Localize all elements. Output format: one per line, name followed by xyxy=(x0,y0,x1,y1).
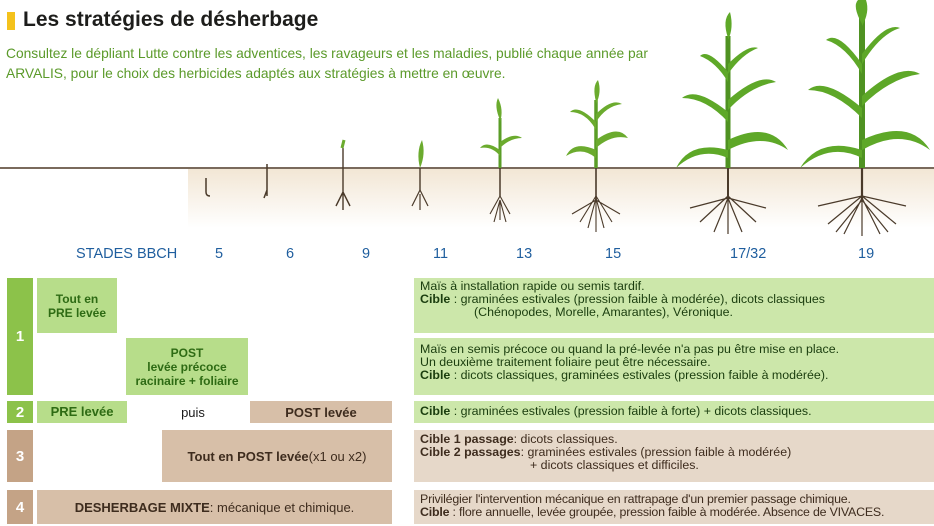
stade-value: 13 xyxy=(516,246,533,262)
intro-paragraph: Consultez le dépliant Lutte contre les a… xyxy=(6,46,648,81)
title-accent-bar xyxy=(7,12,15,30)
stades-label: STADES BBCH xyxy=(76,246,178,262)
strategy-3-description: Cible 1 passage: dicots classiques. Cibl… xyxy=(414,430,934,482)
desc-key: Cible 1 passage xyxy=(420,432,514,446)
desc-key: Cible xyxy=(420,505,450,519)
label-bold: Tout en POST levée xyxy=(187,448,309,464)
strategy-2-description: Cible : graminées estivales (pression fa… xyxy=(414,401,934,423)
strategy-pre-label: PRE levée xyxy=(37,401,127,423)
stade-value: 9 xyxy=(362,246,371,262)
desc-text: : graminées estivales (pression faible à… xyxy=(520,445,792,459)
strategy-mixte-label: DESHERBAGE MIXTE : mécanique et chimique… xyxy=(37,490,392,524)
plant-stage-15 xyxy=(566,80,628,232)
desc-text: : graminées estivales (pression faible à… xyxy=(450,292,825,306)
plant-stage-11 xyxy=(411,140,429,210)
plant-stage-17-32 xyxy=(676,12,788,234)
desc-line: Maïs en semis précoce ou quand la pré-le… xyxy=(420,342,840,356)
desc-line: Cible : dicots classiques, graminées est… xyxy=(420,369,934,382)
strategy-1b-description: Maïs en semis précoce ou quand la pré-le… xyxy=(414,338,934,395)
stade-value: 17/32 xyxy=(730,246,767,262)
strategy-number-1: 1 xyxy=(7,278,33,395)
strategy-puis-label: puis xyxy=(181,404,205,420)
stade-value: 5 xyxy=(215,246,224,262)
label-rest: : mécanique et chimique. xyxy=(209,499,355,515)
desc-line: Cible 2 passages: graminées estivales (p… xyxy=(420,446,934,459)
label-rest: (x1 ou x2) xyxy=(308,448,367,464)
desc-line: Cible : graminées estivales (pression fa… xyxy=(420,293,934,306)
label-bold: DESHERBAGE MIXTE xyxy=(74,499,210,515)
desc-line: Un deuxième traitement foliaire peut êtr… xyxy=(420,355,711,369)
plant-stage-6 xyxy=(263,164,268,199)
strategy-number-2: 2 xyxy=(7,401,33,423)
stade-value: 11 xyxy=(433,246,449,262)
desc-line: + dicots classiques et difficiles. xyxy=(530,458,699,472)
desc-line: Cible 1 passage: dicots classiques. xyxy=(420,433,934,446)
desc-line: Cible : flore annuelle, levée groupée, p… xyxy=(420,506,934,519)
plant-stage-19 xyxy=(800,0,930,236)
desc-key: Cible xyxy=(420,404,451,418)
maize-growth-illustration xyxy=(0,0,934,236)
stade-value: 6 xyxy=(286,246,295,262)
desc-key: Cible xyxy=(420,368,451,382)
strategy-post-label: POST levée xyxy=(250,401,392,423)
strategy-tout-post-label: Tout en POST levée (x1 ou x2) xyxy=(162,430,392,482)
strategy-number-4: 4 xyxy=(7,490,33,524)
desc-text: : dicots classiques. xyxy=(513,432,618,446)
desc-line: (Chénopodes, Morelle, Amarantes), Véroni… xyxy=(474,305,733,319)
strategy-post-precoce-label: POST levée précoce racinaire + foliaire xyxy=(126,338,248,395)
plant-stage-9 xyxy=(335,139,351,210)
plant-stage-13 xyxy=(480,98,522,223)
strategy-4-description: Privilégier l'intervention mécanique en … xyxy=(414,490,934,524)
strategy-1a-description: Maïs à installation rapide ou semis tard… xyxy=(414,278,934,333)
desc-line: Privilégier l'intervention mécanique en … xyxy=(420,492,851,506)
page-title: Les stratégies de désherbage xyxy=(23,8,319,31)
desc-text: : graminées estivales (pression faible à… xyxy=(450,404,812,418)
soil-band xyxy=(188,168,934,228)
desc-text: : flore annuelle, levée groupée, pressio… xyxy=(449,505,885,519)
strategy-pre-levee-label: Tout en PRE levée xyxy=(37,278,117,333)
desc-key: Cible 2 passages xyxy=(420,445,521,459)
desc-line: Maïs à installation rapide ou semis tard… xyxy=(420,279,645,293)
desc-key: Cible xyxy=(420,292,451,306)
stade-value: 19 xyxy=(858,246,875,262)
plant-stage-5 xyxy=(205,178,211,197)
desc-text: : dicots classiques, graminées estivales… xyxy=(450,368,829,382)
stade-value: 15 xyxy=(605,246,622,262)
strategy-number-3: 3 xyxy=(7,430,33,482)
